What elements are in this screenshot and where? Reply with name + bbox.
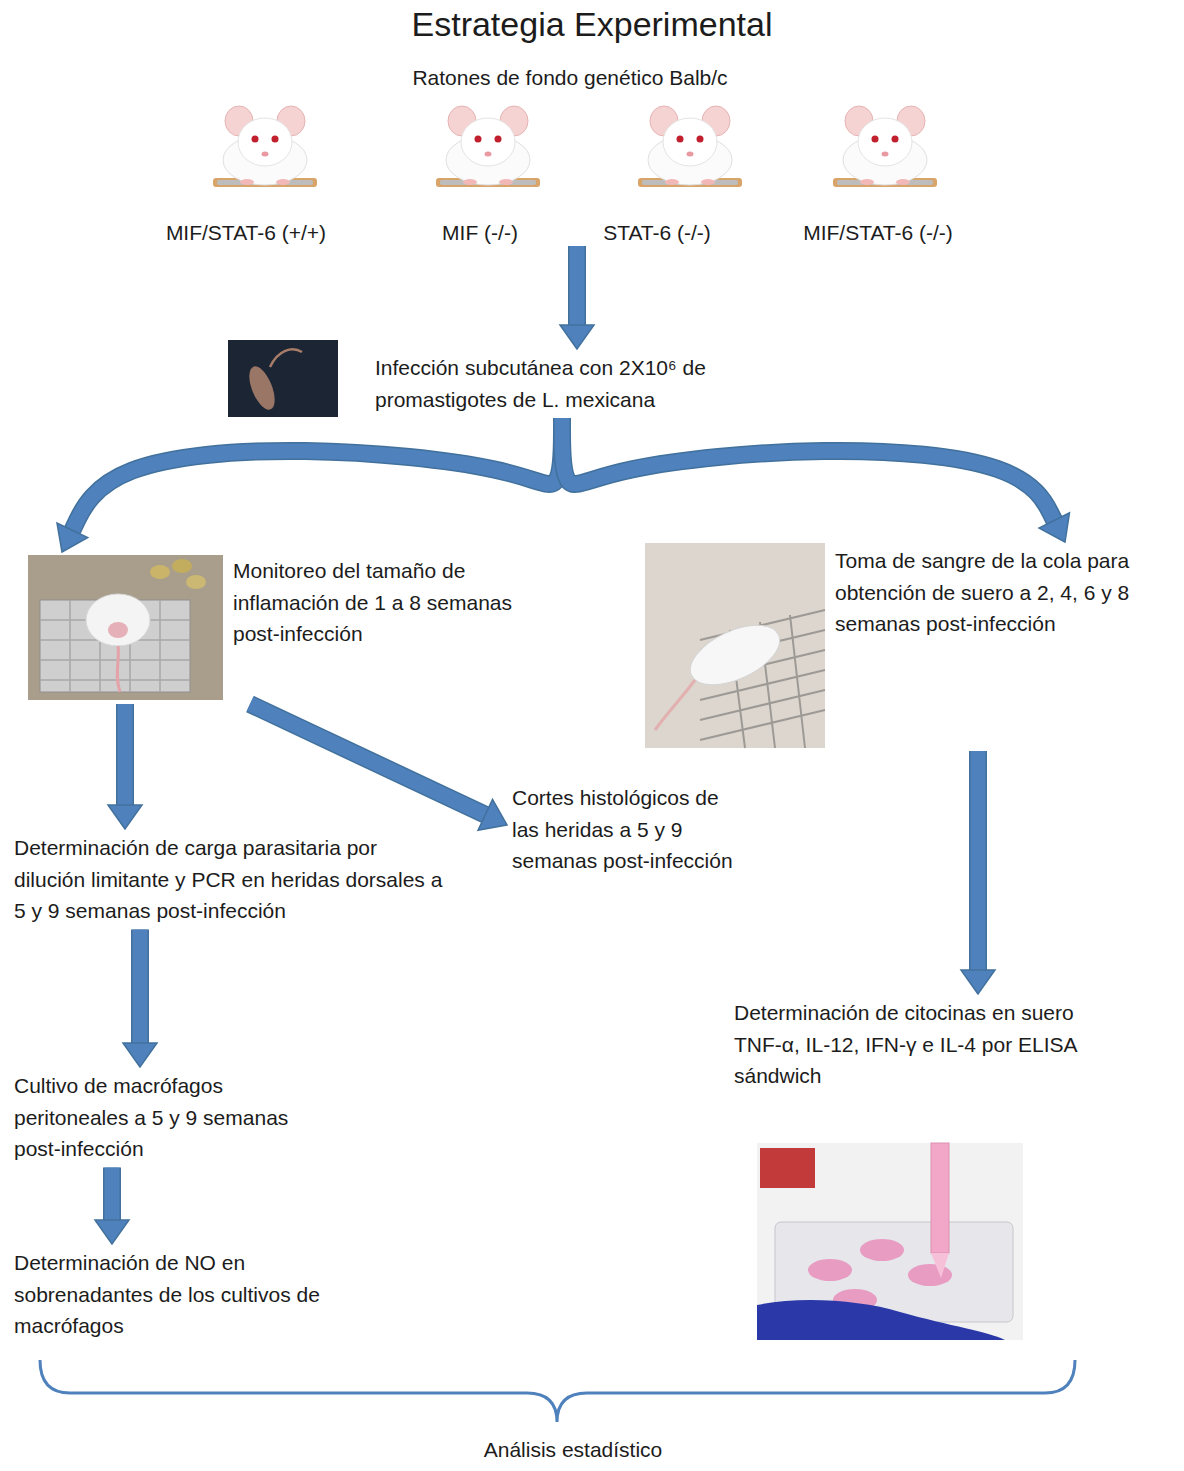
step-text: Cultivo de macrófagos peritoneales a 5 y… bbox=[14, 1070, 336, 1165]
arrow-shaft bbox=[71, 418, 562, 532]
mouse-picture bbox=[213, 106, 317, 187]
arrow-outline bbox=[562, 418, 1055, 522]
step-node: Toma de sangre de la cola para obtención… bbox=[645, 543, 1180, 750]
arrow-outline bbox=[116, 704, 134, 807]
mouse-picture bbox=[436, 106, 540, 187]
step-node: Cultivo de macrófagos peritoneales a 5 y… bbox=[10, 1068, 340, 1167]
arrow-head bbox=[57, 523, 88, 552]
step-node: Determinación de NO en sobrenadantes de … bbox=[10, 1245, 340, 1344]
glove bbox=[757, 1300, 1005, 1340]
step-text: Monitoreo del tamaño de inflamación de 1… bbox=[233, 555, 564, 650]
mouse-label: MIF (-/-) bbox=[395, 215, 565, 251]
flow-arrow bbox=[560, 246, 594, 349]
mouse-back bbox=[86, 594, 150, 646]
step-text: MIF/STAT-6 (-/-) bbox=[797, 217, 959, 249]
promastigote bbox=[244, 363, 280, 413]
arrow-shaft bbox=[562, 418, 1055, 522]
lesion bbox=[108, 622, 128, 638]
step-text: Determinación de citocinas en suero TNF-… bbox=[734, 997, 1126, 1092]
arrow-outline bbox=[131, 930, 149, 1046]
arrow-shaft bbox=[250, 704, 487, 816]
step-text: STAT-6 (-/-) bbox=[576, 217, 738, 249]
flow-arrow bbox=[961, 751, 995, 994]
flow-arrow bbox=[250, 704, 507, 830]
mouse-label: STAT-6 (-/-) bbox=[572, 215, 742, 251]
mouse-body bbox=[681, 613, 788, 697]
diagram-title: Estrategia Experimental bbox=[0, 2, 1184, 46]
mouse-picture bbox=[833, 106, 937, 187]
step-text: Ratones de fondo genético Balb/c bbox=[144, 62, 996, 94]
food-pellet bbox=[172, 559, 192, 573]
arrow-outline bbox=[250, 704, 487, 816]
parasite-photo bbox=[228, 340, 338, 417]
mouse-picture bbox=[638, 106, 742, 187]
flow-arrow bbox=[57, 418, 562, 552]
well bbox=[860, 1239, 904, 1261]
arrow-outline bbox=[71, 418, 562, 532]
reagent-box bbox=[760, 1148, 815, 1188]
elisa-photo bbox=[757, 1143, 1023, 1340]
step-text: MIF/STAT-6 (+/+) bbox=[165, 217, 327, 249]
step-text: Infección subcutánea con 2X10⁶ de promas… bbox=[375, 352, 787, 415]
step-text: Determinación de NO en sobrenadantes de … bbox=[14, 1247, 336, 1342]
step-text: MIF (-/-) bbox=[399, 217, 561, 249]
step-node: Cortes histológicos de las heridas a 5 y… bbox=[508, 780, 748, 879]
arrow-outline bbox=[568, 246, 586, 327]
mouse-label: MIF/STAT-6 (-/-) bbox=[793, 215, 963, 251]
blood-photo bbox=[645, 543, 825, 748]
mouse-label: MIF/STAT-6 (+/+) bbox=[161, 215, 331, 251]
arrow-head bbox=[95, 1220, 129, 1244]
flow-arrow bbox=[562, 418, 1069, 542]
flow-arrow bbox=[123, 930, 157, 1068]
pipette-tip bbox=[931, 1253, 949, 1278]
analysis-label: Análisis estadístico bbox=[373, 1436, 773, 1463]
arrow-head bbox=[478, 799, 507, 830]
pipette bbox=[931, 1143, 949, 1253]
step-node: Monitoreo del tamaño de inflamación de 1… bbox=[28, 553, 568, 703]
arrow-outline bbox=[969, 751, 987, 972]
flow-arrow bbox=[95, 1168, 129, 1245]
arrow-shaft bbox=[118, 704, 133, 807]
step-node: Infección subcutánea con 2X10⁶ de promas… bbox=[371, 350, 791, 417]
mouse-photo bbox=[28, 555, 223, 700]
mouse-group: Ratones de fondo genético Balb/cMIF/STAT… bbox=[140, 60, 1000, 245]
food-pellet bbox=[186, 575, 206, 589]
flagellum bbox=[270, 349, 302, 367]
mouse-tail bbox=[655, 680, 695, 730]
arrow-head bbox=[123, 1043, 157, 1067]
arrow-shaft bbox=[105, 1168, 120, 1223]
step-node: Determinación de citocinas en suero TNF-… bbox=[730, 995, 1130, 1340]
arrow-shaft bbox=[971, 751, 986, 972]
step-text: Cortes histológicos de las heridas a 5 y… bbox=[512, 782, 744, 877]
arrow-shaft bbox=[570, 246, 585, 327]
arrow-head bbox=[961, 970, 995, 994]
food-pellet bbox=[150, 565, 170, 579]
well bbox=[908, 1264, 952, 1286]
arrow-head bbox=[108, 805, 142, 829]
step-text: Determinación de carga parasitaria por d… bbox=[14, 832, 446, 927]
mouse-tail bbox=[117, 646, 120, 692]
bracket bbox=[40, 1360, 1075, 1422]
arrow-head bbox=[1039, 513, 1069, 542]
arrow-shaft bbox=[133, 930, 148, 1046]
arrow-outline bbox=[103, 1168, 121, 1223]
arrow-head bbox=[560, 325, 594, 349]
step-text: Toma de sangre de la cola para obtención… bbox=[835, 545, 1176, 640]
well bbox=[808, 1259, 852, 1281]
step-node: Determinación de carga parasitaria por d… bbox=[10, 830, 450, 929]
flow-arrow bbox=[108, 704, 142, 829]
